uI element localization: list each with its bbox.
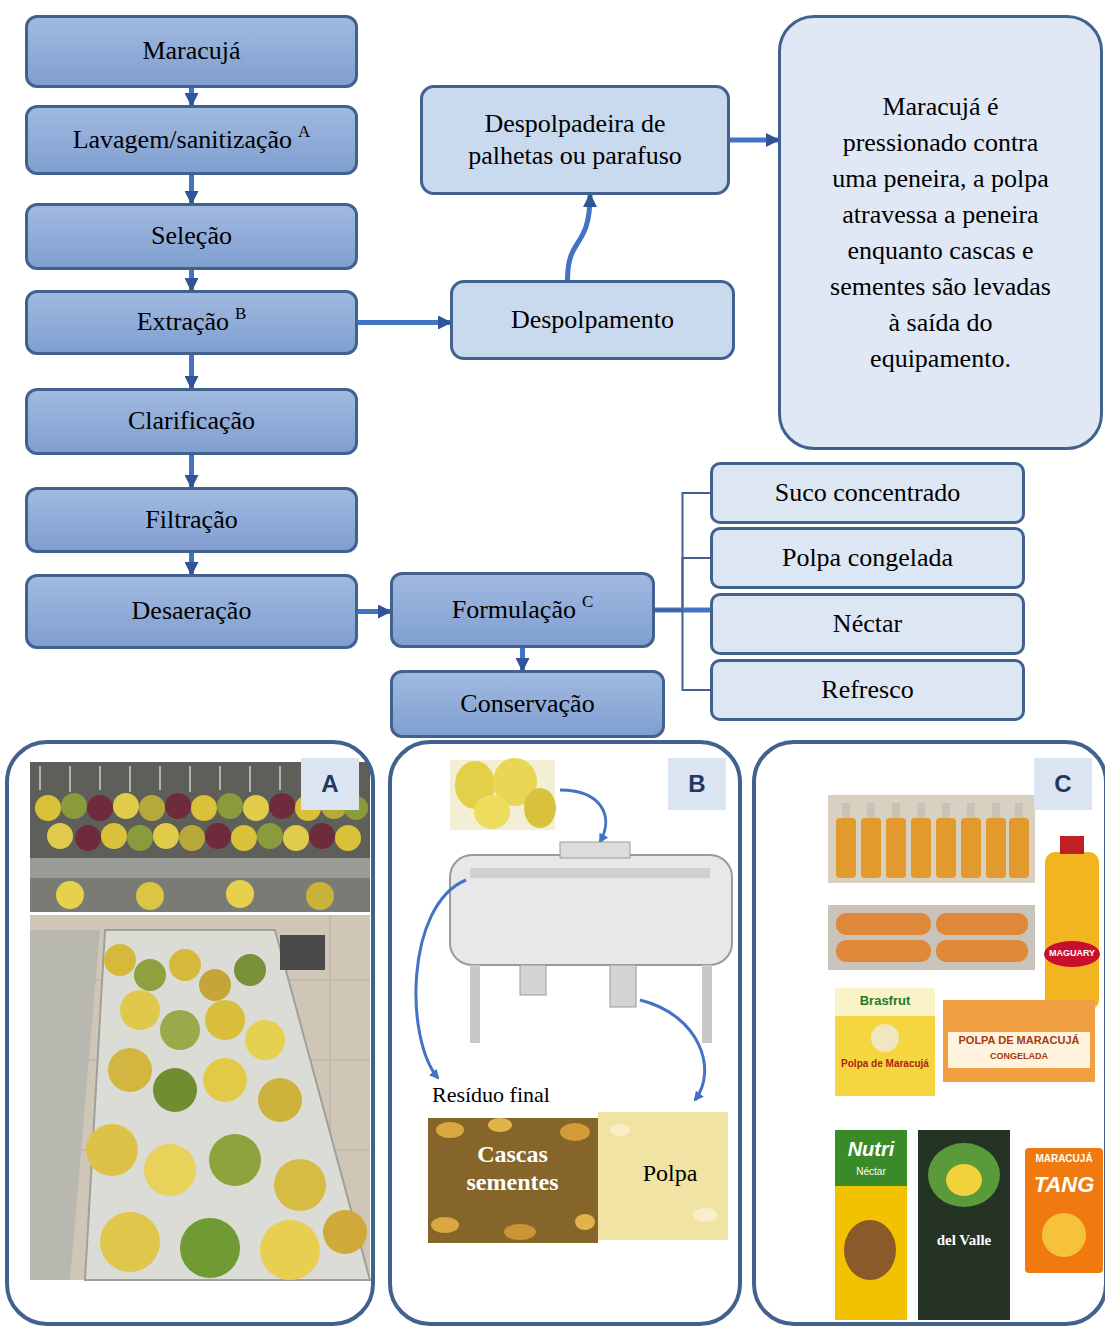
photo-text: Cascas sementes xyxy=(440,1140,585,1196)
photo-text: Néctar xyxy=(837,1166,905,1178)
flow-arrow xyxy=(358,320,450,325)
process-box: Maracujá xyxy=(25,15,358,88)
process-box: Desaeração xyxy=(25,574,358,649)
node-label: Néctar xyxy=(833,609,902,638)
node-label: Despolpadeira de palhetas ou parafuso xyxy=(468,109,682,171)
node-label: Desaeração xyxy=(132,596,252,625)
photo-panel: A xyxy=(5,740,375,1326)
node-label: Refresco xyxy=(821,675,913,704)
process-box: Conservação xyxy=(390,670,665,738)
text-block: Despolpamento xyxy=(501,300,684,341)
photo-panel: B xyxy=(388,740,742,1326)
text-block: Lavagem/sanitização A xyxy=(63,120,321,161)
node-label: Lavagem/sanitização xyxy=(73,125,292,154)
flow-arrow xyxy=(189,553,194,574)
node-label: Filtração xyxy=(145,505,237,534)
photo-text: MARACUJÁ xyxy=(1027,1153,1101,1165)
process-box: Lavagem/sanitização A xyxy=(25,105,358,175)
node-label: Despolpamento xyxy=(511,305,674,334)
node-label: Clarificação xyxy=(128,406,255,435)
flow-arrow xyxy=(189,455,194,487)
node-label: Formulação xyxy=(452,595,576,624)
product-box: Suco concentrado xyxy=(710,462,1025,524)
node-label: Polpa congelada xyxy=(782,543,953,572)
panel-letter: A xyxy=(301,758,359,810)
node-label: Conservação xyxy=(460,689,594,718)
node-label: Extração xyxy=(137,307,229,336)
text-block: Conservação xyxy=(450,684,604,725)
washing-photo xyxy=(30,762,370,1280)
pulper-illustration xyxy=(416,758,732,1243)
product-box: Néctar xyxy=(710,593,1025,655)
text-block: Maracujá é pressionado contra uma peneir… xyxy=(813,85,1068,381)
text-block: Filtração xyxy=(135,500,247,541)
text-block: Desaeração xyxy=(122,591,262,632)
photo-text: Resíduo final xyxy=(432,1082,602,1107)
photo-text: Brasfrut xyxy=(838,994,932,1009)
superscript-letter: C xyxy=(582,592,593,611)
text-block: Polpa congelada xyxy=(772,538,963,579)
text-block: Clarificação xyxy=(118,401,265,442)
panel-letter: B xyxy=(668,758,726,810)
superscript-letter: A xyxy=(298,122,310,141)
photo-panel: C xyxy=(752,740,1105,1326)
node-label: Seleção xyxy=(151,221,232,250)
text-block: Néctar xyxy=(823,604,912,645)
photo-text: Polpa xyxy=(620,1160,720,1188)
photo-text: Polpa de Maracujá xyxy=(838,1058,932,1070)
text-block: Extração B xyxy=(127,302,257,343)
photo-text: POLPA DE MARACUJÁ xyxy=(948,1034,1090,1047)
flow-arrow xyxy=(189,175,194,203)
node-label: Maracujá é pressionado contra uma peneir… xyxy=(830,92,1051,373)
photo-text: del Valle xyxy=(920,1232,1008,1249)
text-block: Refresco xyxy=(811,670,923,711)
process-box: Formulação C xyxy=(390,572,655,648)
curved-arrow xyxy=(568,195,591,280)
photo-text: TANG xyxy=(1027,1172,1101,1197)
bracket-line xyxy=(655,493,710,610)
flow-arrow xyxy=(730,138,778,143)
text-block: Maracujá xyxy=(132,31,250,72)
flow-arrow xyxy=(358,609,390,614)
superscript-letter: B xyxy=(235,304,246,323)
text-block: Formulação C xyxy=(442,590,604,631)
text-block: Despolpadeira de palhetas ou parafuso xyxy=(440,104,710,177)
process-box: Seleção xyxy=(25,203,358,270)
product-box: Refresco xyxy=(710,659,1025,721)
flow-arrow xyxy=(189,270,194,290)
node-label: Suco concentrado xyxy=(775,478,961,507)
product-box: Polpa congelada xyxy=(710,527,1025,589)
photo-text: Nutri xyxy=(837,1138,905,1161)
products-illustration xyxy=(828,795,1103,1320)
panel-letter: C xyxy=(1034,758,1092,810)
process-box: Clarificação xyxy=(25,388,358,455)
bracket-line xyxy=(655,558,710,610)
process-box: Filtração xyxy=(25,487,358,553)
text-block: Suco concentrado xyxy=(765,473,971,514)
note-box: Maracujá é pressionado contra uma peneir… xyxy=(778,15,1103,450)
flow-arrow xyxy=(189,88,194,105)
photo-text: CONGELADA xyxy=(948,1051,1090,1061)
flow-arrow xyxy=(520,648,525,670)
photo-text: MAGUARY xyxy=(1045,948,1099,958)
flow-arrow xyxy=(189,355,194,388)
node-label: Maracujá xyxy=(142,36,240,65)
process-box: Despolpadeira de palhetas ou parafuso xyxy=(420,85,730,195)
text-block: Seleção xyxy=(141,216,242,257)
process-box: Extração B xyxy=(25,290,358,355)
process-box: Despolpamento xyxy=(450,280,735,360)
